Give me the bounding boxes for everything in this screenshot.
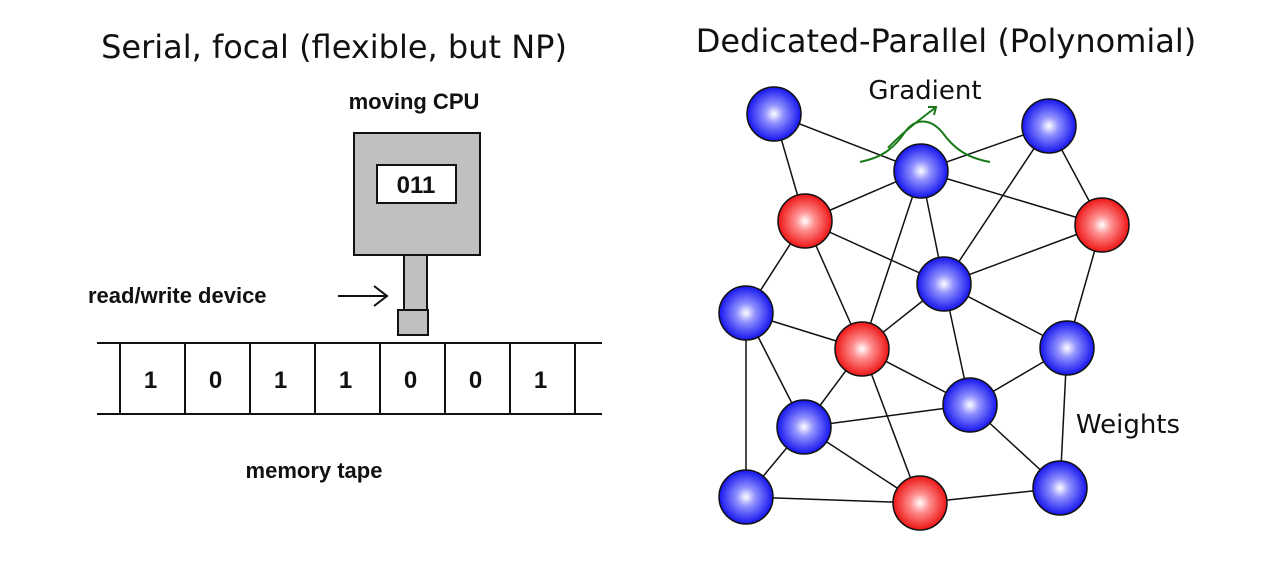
left-title: Serial, focal (flexible, but NP) [101, 28, 567, 66]
network-edge [803, 404, 971, 428]
blue-node [1032, 460, 1088, 516]
device-arrow [338, 285, 389, 307]
blue-node [1021, 98, 1077, 154]
neural-network-panel: Dedicated-Parallel (Polynomial) Gradient… [696, 22, 1197, 531]
device-label: read/write device [88, 283, 267, 308]
cpu-label: moving CPU [349, 89, 480, 114]
network-nodes [718, 86, 1130, 531]
blue-node [746, 86, 802, 142]
gradient-label: Gradient [868, 76, 981, 106]
gradient-curve [859, 106, 991, 163]
network-edge [943, 125, 1050, 285]
weights-label: Weights [1076, 410, 1180, 440]
tape-cell-value: 1 [339, 367, 352, 394]
memory-tape: 1 0 1 1 0 0 1 [97, 342, 602, 415]
tape-cell-value: 1 [534, 367, 547, 394]
network-edge [745, 496, 921, 504]
right-title: Dedicated-Parallel (Polynomial) [696, 22, 1197, 60]
register-box [376, 164, 457, 204]
tape-cell-value: 0 [404, 367, 417, 394]
blue-node [718, 469, 774, 525]
network-edge [943, 224, 1103, 285]
tape-cell-value: 0 [209, 367, 222, 394]
red-node [777, 193, 833, 249]
blue-node [776, 399, 832, 455]
blue-node [942, 377, 998, 433]
red-node [892, 475, 948, 531]
blue-node [893, 143, 949, 199]
tape-cell-value: 0 [469, 367, 482, 394]
device-head [397, 309, 429, 336]
tape-label: memory tape [246, 458, 383, 483]
red-node [834, 321, 890, 377]
blue-node [1039, 320, 1095, 376]
device-stem [403, 254, 428, 311]
blue-node [916, 256, 972, 312]
blue-node [718, 285, 774, 341]
tape-cell-value: 1 [144, 367, 157, 394]
turing-machine-panel: Serial, focal (flexible, but NP) moving … [88, 28, 602, 483]
tape-cell-value: 1 [274, 367, 287, 394]
register-value: 011 [397, 172, 436, 199]
network-edge [920, 170, 1103, 226]
red-node [1074, 197, 1130, 253]
